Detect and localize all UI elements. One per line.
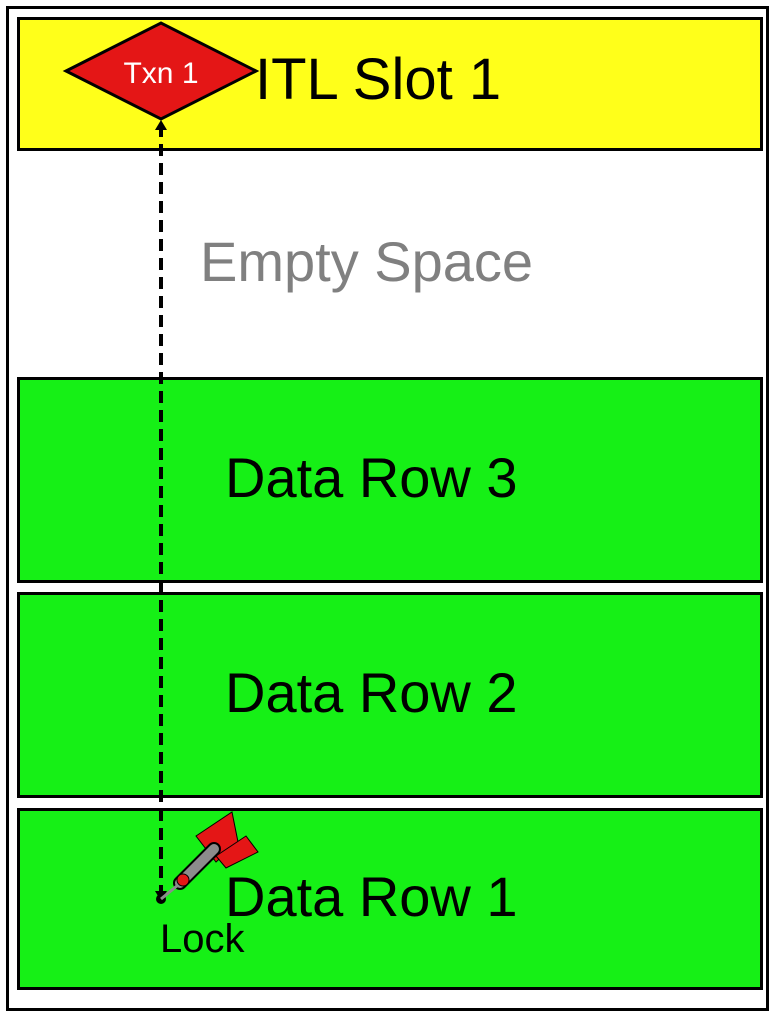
- empty-space-label: Empty Space: [200, 230, 534, 293]
- txn-diamond: Txn 1: [62, 21, 260, 121]
- data-row-1-label: Data Row 1: [225, 865, 518, 928]
- data-row-2: Data Row 2: [17, 592, 763, 798]
- data-row-3: Data Row 3: [17, 377, 763, 583]
- dart-icon: [160, 811, 259, 901]
- txn-label: Txn 1: [123, 57, 198, 90]
- lock-label: Lock: [160, 917, 245, 961]
- itl-slot-label: ITL Slot 1: [255, 47, 502, 112]
- data-row-1: Data Row 1: [17, 808, 763, 990]
- data-row-2-label: Data Row 2: [225, 661, 518, 724]
- data-row-3-label: Data Row 3: [225, 446, 518, 509]
